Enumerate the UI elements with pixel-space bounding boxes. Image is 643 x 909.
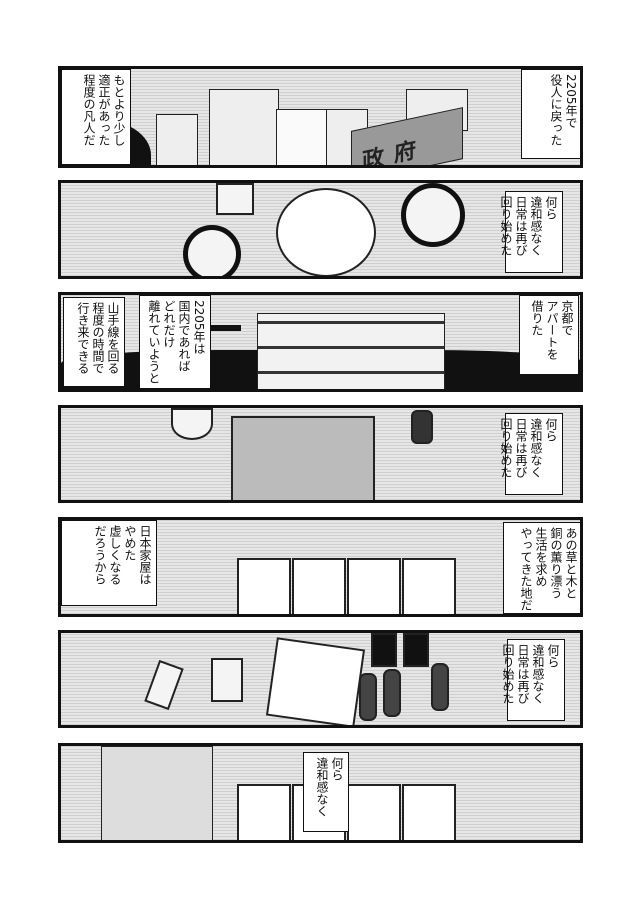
bottle <box>371 633 397 667</box>
caption-line: 違和感なく <box>531 644 545 704</box>
caption-line: 適正があった <box>97 74 111 146</box>
document-tray <box>265 637 366 725</box>
caption-line: 2205年は <box>192 300 206 355</box>
panel-7-room: 何ら 違和感なく <box>58 743 583 843</box>
caption-line: 離れていようと <box>147 300 161 384</box>
caption-line: アパートを <box>545 300 559 360</box>
caption-box: 何ら 違和感なく 日常は再び 回り始めた <box>501 639 565 721</box>
caption-line: 違和感なく <box>529 418 543 478</box>
panel-5-room: 日本家屋は やめた 虚しくなる だろうから あの草と木と 銅の薫り漂う 生活を求… <box>58 517 583 617</box>
plate <box>276 188 376 276</box>
caption-line: 回り始めた <box>501 644 515 704</box>
caption-line: だろうから <box>93 525 107 585</box>
caption-box: あの草と木と 銅の薫り漂う 生活を求め やってきた地だ <box>503 522 580 614</box>
panel-3-apartment: 山手線を回る 程度の時間で 行き来できる 2205年は 国内であれば どれだけ … <box>58 292 583 392</box>
window <box>347 558 401 614</box>
bottle <box>359 673 377 721</box>
caption-box: 2205年は 国内であれば どれだけ 離れていようと <box>139 295 211 389</box>
medicine-pack <box>144 659 184 711</box>
closet-door <box>101 746 213 840</box>
caption-line: 2205年で <box>564 74 578 129</box>
panel-6-supplies: 何ら 違和感なく 日常は再び 回り始めた <box>58 630 583 728</box>
rice-bowl <box>183 225 241 276</box>
window <box>237 784 291 840</box>
medicine-pack <box>211 658 243 702</box>
building-billboard <box>209 89 279 165</box>
caption-line: 銅の薫り漂う <box>549 527 563 599</box>
caption-line: 行き来できる <box>76 302 90 374</box>
caption-line: 日常は再び <box>514 196 528 256</box>
window <box>237 558 291 614</box>
caption-box: 何ら 違和感なく 日常は再び 回り始めた <box>499 191 563 273</box>
torii <box>201 325 241 331</box>
window <box>402 784 456 840</box>
caption-line: 違和感なく <box>529 196 543 256</box>
building <box>156 114 198 165</box>
apartment-building <box>257 313 445 389</box>
caption-line: 程度の時間で <box>91 302 105 374</box>
caption-line: 国内であれば <box>177 300 191 372</box>
caption-line: 違和感なく <box>315 757 329 817</box>
building <box>276 109 328 165</box>
caption-line: 何ら <box>546 644 560 668</box>
caption-line: 回り始めた <box>499 418 513 478</box>
caption-line: どれだけ <box>162 300 176 348</box>
caption-box: 何ら 違和感なく 日常は再び 回り始めた <box>499 413 563 495</box>
caption-line: 日常は再び <box>514 418 528 478</box>
caption-line: 山手線を回る <box>106 302 120 374</box>
bottle <box>403 633 429 667</box>
caption-line: もとより少し <box>112 74 126 146</box>
caption-box: 山手線を回る 程度の時間で 行き来できる <box>63 297 125 387</box>
caption-line: 回り始めた <box>499 196 513 256</box>
panel-1-city: 政府 もとより少し 適正があった 程度の凡人だ 2205年で 役人に戻った <box>58 66 583 168</box>
caption-line: 何ら <box>544 418 558 442</box>
window <box>347 784 401 840</box>
window <box>402 558 456 614</box>
caption-line: 京都で <box>560 300 574 336</box>
caption-line: やめた <box>123 525 137 561</box>
panel-4-bento: 何ら 違和感なく 日常は再び 回り始めた <box>58 405 583 503</box>
caption-line: あの草と木と <box>564 527 578 599</box>
sign-text: 政府 <box>362 135 427 168</box>
caption-line: 程度の凡人だ <box>82 74 96 146</box>
panel-2-meal: 何ら 違和感なく 日常は再び 回り始めた <box>58 180 583 279</box>
caption-box: 京都で アパートを 借りた <box>519 295 579 375</box>
caption-line: 何ら <box>330 757 344 781</box>
caption-line: 日本家屋は <box>138 525 152 585</box>
caption-box: 2205年で 役人に戻った <box>521 69 580 159</box>
bottle <box>383 669 401 717</box>
caption-line: 日常は再び <box>516 644 530 704</box>
caption-line: やってきた地だ <box>519 527 533 611</box>
caption-line: 役人に戻った <box>549 74 563 146</box>
window <box>292 558 346 614</box>
bento-box <box>231 416 375 500</box>
caption-line: 生活を求め <box>534 527 548 587</box>
soup-bowl <box>401 183 465 247</box>
bottle <box>431 663 449 711</box>
caption-line: 借りた <box>530 300 544 336</box>
caption-line: 虚しくなる <box>108 525 122 585</box>
cup <box>171 408 213 440</box>
phone <box>216 183 254 215</box>
caption-box: もとより少し 適正があった 程度の凡人だ <box>61 69 131 165</box>
bottle <box>411 410 433 444</box>
caption-box: 日本家屋は やめた 虚しくなる だろうから <box>61 520 157 606</box>
caption-line: 何ら <box>544 196 558 220</box>
caption-box: 何ら 違和感なく <box>303 752 349 832</box>
